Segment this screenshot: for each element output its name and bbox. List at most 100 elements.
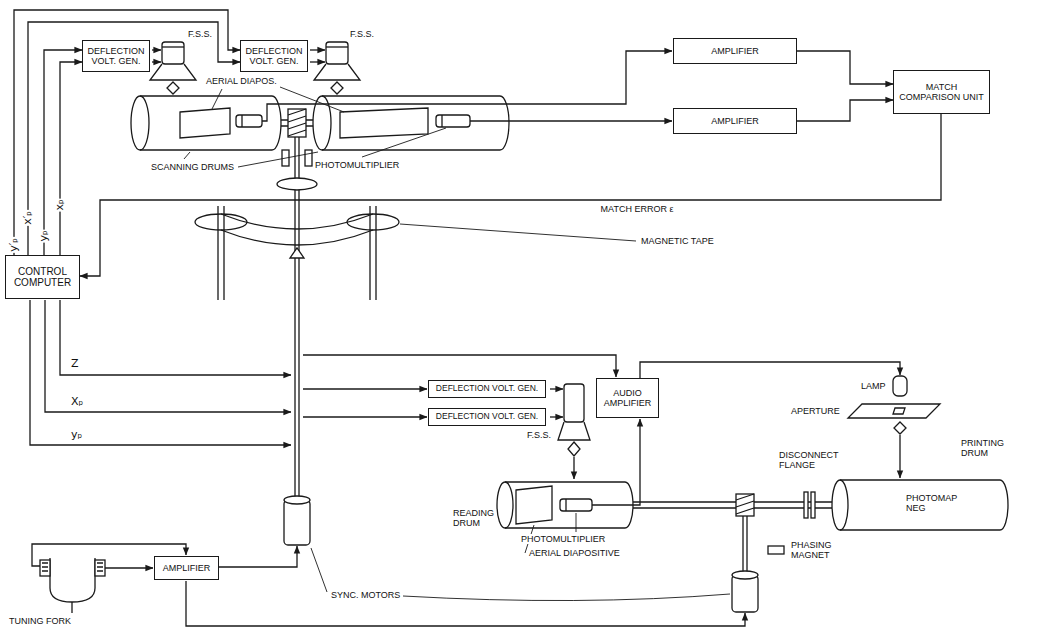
fss-tube [162,42,184,64]
block-box: MATCH COMPARISON UNIT [893,70,990,114]
drive-shaft [295,137,299,500]
block-box: AUDIO AMPLIFIER [596,378,659,418]
lamp-optics [893,376,907,396]
fss-tube [568,442,580,456]
block-box: AMPLIFIER [673,108,797,134]
sync-motor [284,496,758,612]
leader-line [238,152,318,167]
signal-label: x′ₚ [22,210,34,226]
magnetic-tape [277,178,317,190]
disconnect-flange [804,492,815,518]
tuning-fork [40,558,105,613]
connector-line [44,50,82,255]
worm-gear [736,494,754,514]
leader-line [400,224,636,241]
worm-gear [288,109,754,516]
fss-tube [326,42,348,64]
part-label: F.S.S. [187,29,213,39]
signal-wire [30,50,900,626]
signal-wire [550,388,563,389]
part-label: DISCONNECT FLANGE [778,450,839,471]
light-beam [899,435,900,478]
box-label: DEFLECTION VOLT. GEN. [432,412,542,422]
leader-line [184,87,730,601]
part-label: PRINTING DRUM [960,438,1005,459]
part-label: APERTURE [790,406,841,416]
part-label: Xₚ [70,396,84,409]
printing-drum [832,480,848,530]
part-label: Z [70,358,80,371]
sync-motor [284,500,310,545]
leader-line [576,513,577,532]
part-label: PHOTOMAP NEG [905,493,958,514]
box-label: AMPLIFIER [158,563,215,573]
signal-label: y′ₚ [8,237,20,253]
block-box: DEFLECTION VOLT. GEN. [240,40,308,72]
leader-line [311,548,327,592]
diapositive [180,108,230,138]
part-label: PHASING MAGNET [790,540,833,561]
scanning-drum [131,96,149,150]
connector-line [797,51,893,84]
magnetic-tape [218,206,376,300]
sync-motor [284,496,310,504]
leader-line [403,594,730,601]
leader-line [212,89,222,109]
signal-wire [45,300,291,412]
fss-tube [558,422,590,440]
block-box: CONTROL COMPUTER [5,255,80,299]
diapositive [340,108,428,138]
worm-gear [288,109,306,137]
signal-wire [470,120,672,121]
connector-line [28,22,240,255]
box-label: DEFLECTION VOLT. GEN. [432,384,542,394]
box-label: DEFLECTION VOLT. GEN. [244,46,304,67]
part-label: TUNING FORK [8,616,72,626]
part-label: PHOTOMULTIPLIER [520,534,606,544]
disconnect-flange [811,492,815,518]
photomultiplier [565,499,566,511]
block-box: DEFLECTION VOLT. GEN. [82,40,150,72]
part-label: yₚ [70,429,83,442]
signal-wire [592,419,640,505]
signal-wire [30,300,291,445]
photomultiplier [436,115,470,127]
box-label: AMPLIFIER [677,116,793,126]
leader-line [362,128,446,157]
magnetic-tape [221,214,373,229]
light-beam [573,457,574,479]
magnetic-tape [195,214,247,230]
drive-shaft [281,120,832,575]
tuning-fork [71,602,72,613]
box-label: MATCH COMPARISON UNIT [897,82,986,103]
part-label: F.S.S. [349,29,375,39]
connector-line [80,114,941,276]
tuning-fork [42,563,103,571]
signal-wire [310,49,325,50]
signal-wire [310,61,325,62]
worm-gear [736,494,754,516]
fss-tube [167,82,179,94]
signal-wire [303,355,616,377]
light-beam [574,435,900,479]
lamp-optics [848,404,940,418]
block-box: DEFLECTION VOLT. GEN. [428,408,546,426]
signal-wire [186,581,745,626]
magnet [282,150,784,554]
leader-line [280,87,344,112]
magnetic-tape [290,248,304,258]
signal-wire [303,416,427,417]
drive-shaft [743,516,747,575]
scanning-drum [140,96,281,150]
tuning-fork [50,558,95,602]
fss-tube [331,82,343,94]
block-box: AMPLIFIER [154,556,219,580]
fss-tube [564,384,584,422]
magnetic-tape [195,178,399,300]
part-label: MAGNETIC TAPE [640,236,715,246]
signal-label: yₚ [38,229,50,242]
signal-wire [152,49,161,50]
signal-wire [152,61,161,62]
drive-shaft [633,502,832,508]
